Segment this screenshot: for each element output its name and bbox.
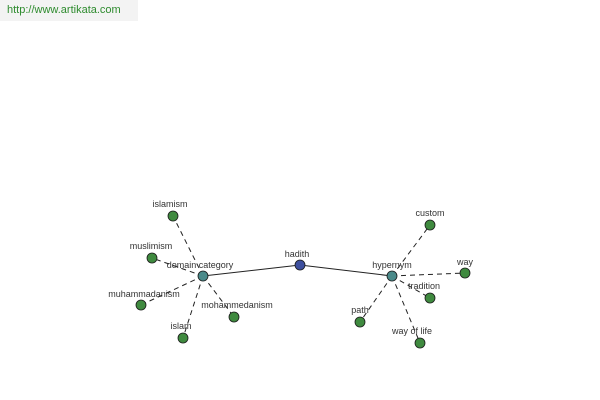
edge-hypernym-custom [391,224,431,277]
leaf-node-label: islam [170,321,191,331]
node-layer: islamism muslimism muhammadanism islam moham… [108,199,474,349]
edge-layer [140,215,466,344]
leaf-node-way-of-life[interactable]: way of life [391,326,432,349]
edge-center-domain-category [202,264,301,277]
leaf-node-label: path [351,305,369,315]
leaf-node-marker[interactable] [459,267,471,279]
edge-center-hypernym [299,264,393,277]
center-node-label: hadith [285,249,310,259]
leaf-node-tradition[interactable]: tradition [408,281,440,304]
leaf-node-muslimism[interactable]: muslimism [130,241,173,264]
edge-hypernym-way-of-life [391,275,421,344]
edge-domain-category-mohammedanism [202,275,235,318]
leaf-node-custom[interactable]: custom [415,208,445,231]
leaf-node-label: islamism [153,199,188,209]
leaf-node-label: muslimism [130,241,173,251]
leaf-node-marker[interactable] [424,292,436,304]
center-node-marker[interactable] [294,259,306,271]
leaf-node-marker[interactable] [354,316,366,328]
edge-hypernym-path [359,275,393,323]
leaf-node-label: way [456,257,474,267]
leaf-node-label: muhammadanism [108,289,180,299]
edge-domain-category-islam [182,275,204,339]
leaf-node-way[interactable]: way [456,257,474,279]
edge-hypernym-way [391,272,466,277]
edge-domain-category-muhammadanism [140,275,204,306]
relation-node-label: hypernym [372,260,412,270]
leaf-node-marker[interactable] [146,252,158,264]
leaf-node-marker[interactable] [135,299,147,311]
leaf-node-label: mohammedanism [201,300,273,310]
relation-node-hypernym[interactable]: hypernym [372,260,412,282]
leaf-node-muhammadanism[interactable]: muhammadanism [108,289,180,311]
edge-hypernym-tradition [391,275,431,299]
leaf-node-label: custom [415,208,444,218]
edge-domain-category-islamism [172,215,204,277]
relation-node-domain-category[interactable]: domain category [167,260,234,282]
leaf-node-islamism[interactable]: islamism [153,199,188,222]
relation-node-label: domain category [167,260,234,270]
leaf-node-label: way of life [391,326,432,336]
leaf-node-marker[interactable] [414,337,426,349]
relation-node-marker[interactable] [197,270,209,282]
leaf-node-islam[interactable]: islam [170,321,192,344]
relation-node-marker[interactable] [386,270,398,282]
leaf-node-path[interactable]: path [351,305,369,328]
leaf-node-label: tradition [408,281,440,291]
leaf-node-marker[interactable] [177,332,189,344]
leaf-node-marker[interactable] [167,210,179,222]
leaf-node-mohammedanism[interactable]: mohammedanism [201,300,273,323]
site-url-link[interactable]: http://www.artikata.com [0,0,138,21]
leaf-node-marker[interactable] [424,219,436,231]
edge-domain-category-muslimism [151,257,204,277]
center-node-hadith[interactable]: hadith [285,249,310,271]
leaf-node-marker[interactable] [228,311,240,323]
